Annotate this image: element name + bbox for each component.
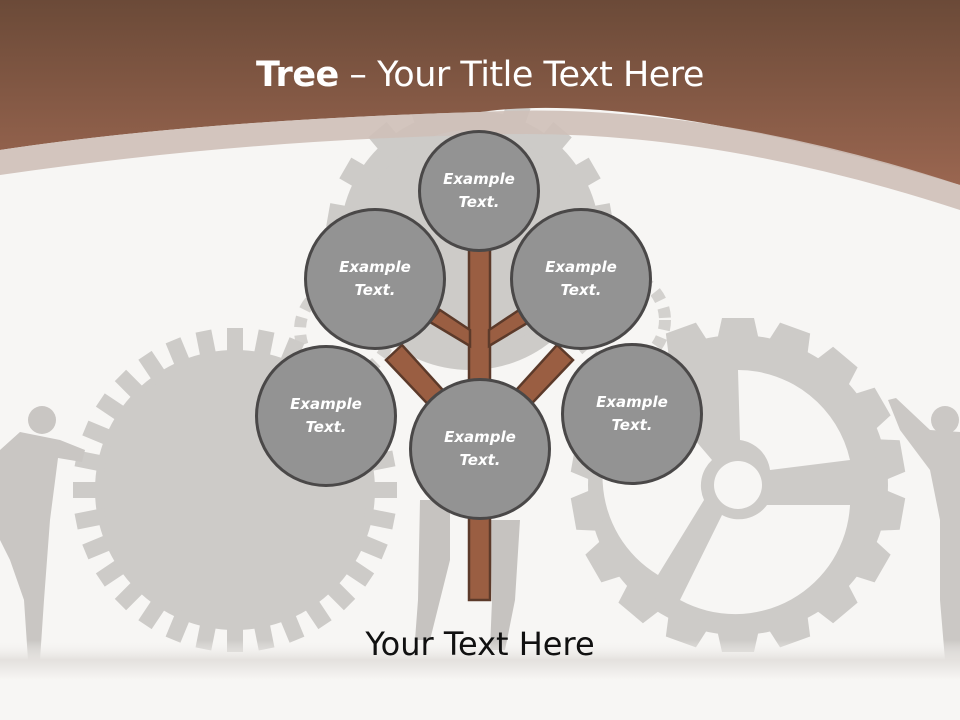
node-line1: Example: [545, 258, 617, 276]
person-left-silhouette: [0, 406, 85, 660]
node-line1: Example: [290, 395, 362, 413]
slide-title: Tree – Your Title Text Here: [0, 50, 960, 100]
node-line1: Example: [444, 428, 516, 446]
node-line2: Text.: [459, 451, 501, 469]
title-bold-part: Tree: [256, 55, 339, 95]
tree-node-top[interactable]: Example Text.: [418, 130, 540, 252]
tree-node-upper-right[interactable]: Example Text.: [510, 208, 652, 350]
tree-node-lower-left[interactable]: Example Text.: [255, 345, 397, 487]
tree-node-center[interactable]: Example Text.: [409, 378, 551, 520]
node-line1: Example: [339, 258, 411, 276]
node-line2: Text.: [458, 193, 500, 211]
person-right-silhouette: [888, 398, 960, 660]
person-center-silhouette: [415, 500, 520, 650]
node-line2: Text.: [305, 418, 347, 436]
node-line2: Text.: [354, 281, 396, 299]
title-dash: –: [338, 55, 378, 95]
node-line1: Example: [596, 393, 668, 411]
footer-text: Your Text Here: [365, 625, 595, 663]
gear-small-right-icon: [569, 269, 671, 371]
node-line2: Text.: [560, 281, 602, 299]
tree-node-lower-right[interactable]: Example Text.: [561, 343, 703, 485]
tree-node-upper-left[interactable]: Example Text.: [304, 208, 446, 350]
title-rest: Your Title Text Here: [377, 55, 704, 95]
node-line2: Text.: [611, 416, 653, 434]
node-line1: Example: [443, 170, 515, 188]
